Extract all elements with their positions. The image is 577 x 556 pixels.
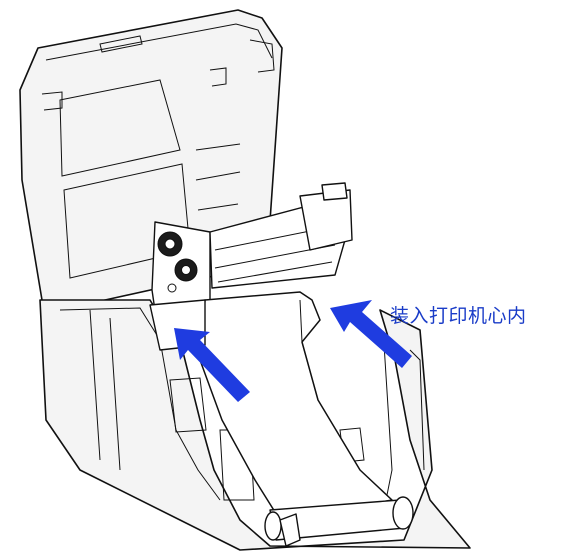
gear-top [157, 231, 183, 257]
arrow-right [330, 300, 412, 368]
gear-middle [174, 258, 198, 282]
arrow-left [174, 328, 250, 402]
callout-label: 装入打印机心内 [390, 305, 527, 327]
gear-small [167, 283, 177, 293]
ribbon-supply-roll [264, 496, 414, 547]
